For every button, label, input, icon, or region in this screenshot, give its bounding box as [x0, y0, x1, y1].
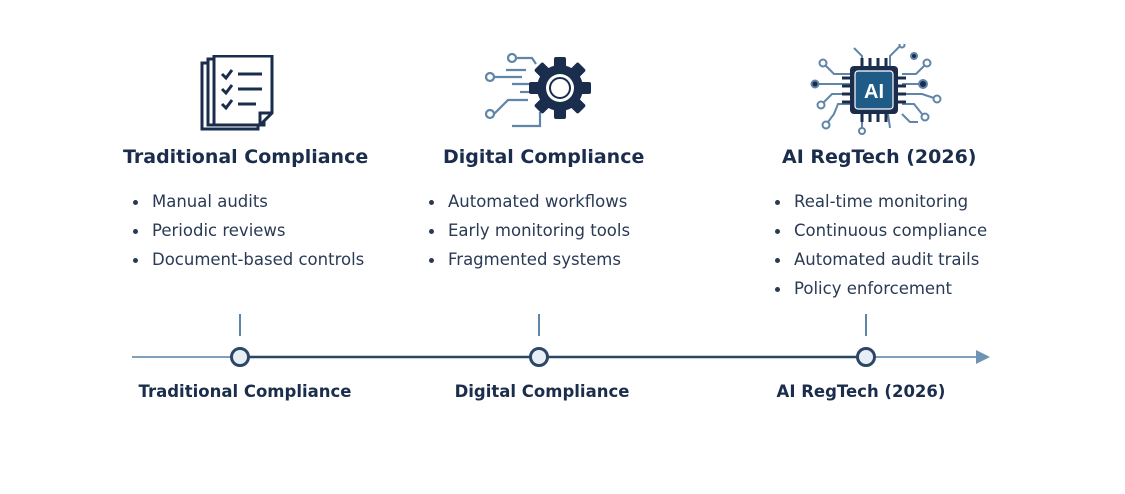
stage-title-ai: AI RegTech (2026)	[782, 146, 977, 168]
list-item: Document-based controls	[130, 245, 364, 274]
timeline-tick-3	[865, 314, 867, 336]
timeline-node-traditional	[230, 347, 250, 367]
axis-label-digital: Digital Compliance	[454, 382, 630, 401]
list-item: Early monitoring tools	[426, 216, 630, 245]
checklist-document-icon	[200, 54, 276, 137]
list-item: Automated workflows	[426, 187, 630, 216]
list-item: Real-time monitoring	[772, 187, 987, 216]
ai-chip-icon: AI	[810, 41, 942, 140]
stage-title-digital: Digital Compliance	[443, 146, 645, 168]
axis-label-traditional: Traditional Compliance	[138, 382, 352, 401]
timeline-node-ai	[856, 347, 876, 367]
stage-list-digital: Automated workflows Early monitoring too…	[426, 187, 630, 274]
stage-list-ai: Real-time monitoring Continuous complian…	[772, 187, 987, 303]
axis-label-ai: AI RegTech (2026)	[776, 382, 946, 401]
timeline-arrowhead	[976, 350, 990, 364]
timeline-node-digital	[529, 347, 549, 367]
timeline-tick-2	[538, 314, 540, 336]
list-item: Policy enforcement	[772, 274, 987, 303]
timeline-tick-1	[239, 314, 241, 336]
list-item: Fragmented systems	[426, 245, 630, 274]
stage-title-traditional: Traditional Compliance	[123, 146, 369, 168]
chip-label: AI	[864, 81, 884, 103]
list-item: Periodic reviews	[130, 216, 364, 245]
gear-circuit-icon	[482, 50, 594, 134]
list-item: Continuous compliance	[772, 216, 987, 245]
stage-list-traditional: Manual audits Periodic reviews Document-…	[130, 187, 364, 274]
list-item: Manual audits	[130, 187, 364, 216]
list-item: Automated audit trails	[772, 245, 987, 274]
